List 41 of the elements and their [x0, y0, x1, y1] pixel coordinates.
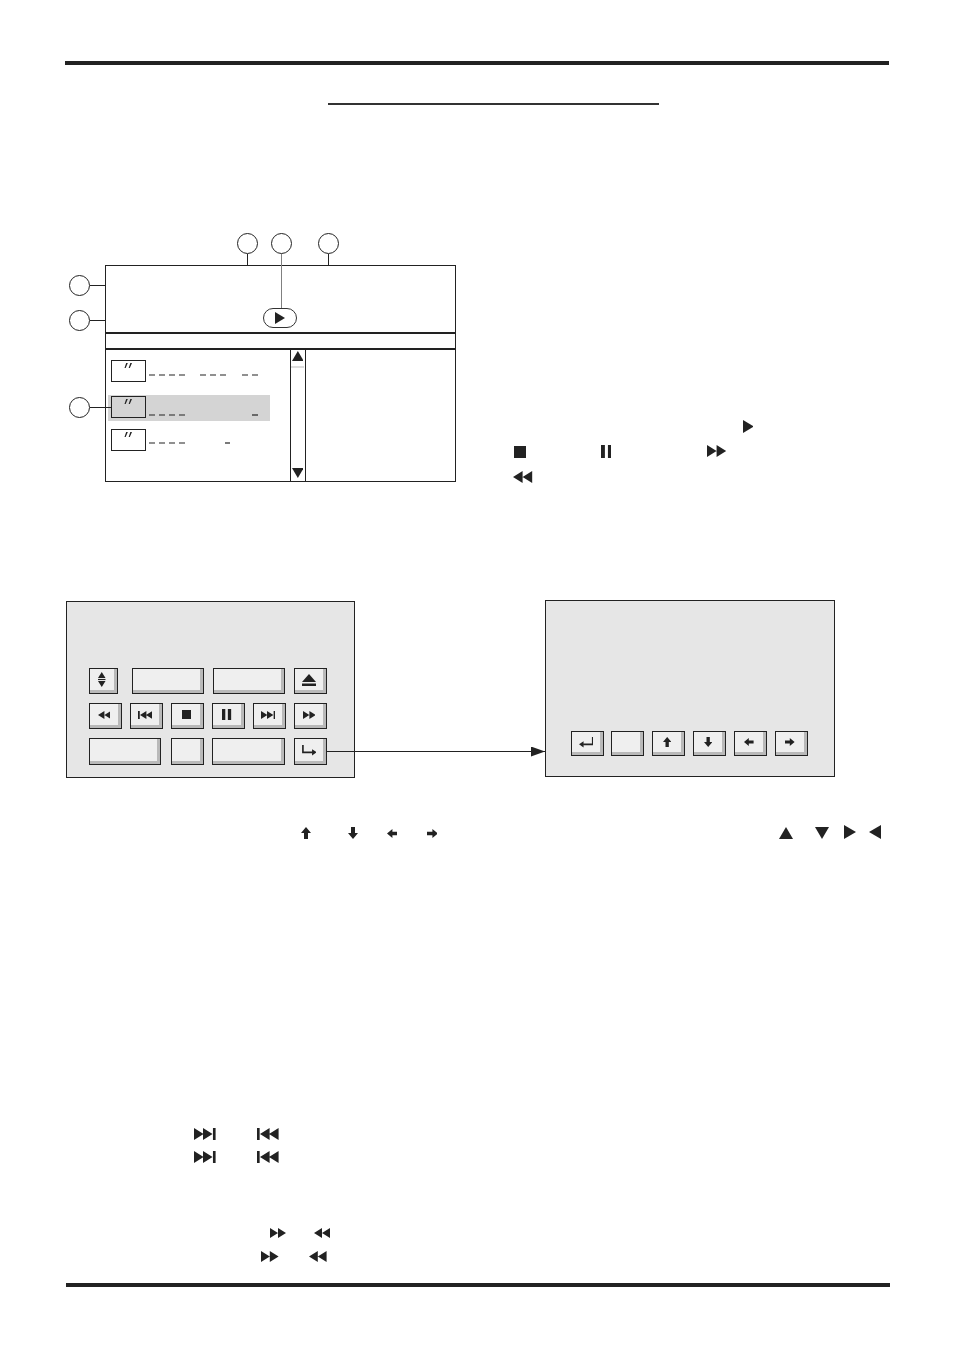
callout-circle	[69, 397, 90, 418]
keypad-key	[212, 703, 245, 729]
track-thumbnail	[111, 429, 146, 451]
title-band	[106, 332, 455, 350]
callout-circle	[69, 310, 90, 331]
control-panel-screen	[66, 601, 355, 778]
leader-line	[281, 253, 282, 309]
keypad-key	[652, 731, 685, 756]
leader-line	[89, 407, 112, 408]
keypad-key	[89, 668, 118, 694]
keypad-key	[89, 738, 161, 765]
leader-line	[89, 320, 106, 321]
player-screen	[105, 265, 456, 482]
keypad-key	[212, 738, 285, 765]
callout-circle	[237, 233, 258, 254]
navigation-screen	[545, 600, 835, 777]
track-thumbnail	[111, 360, 146, 382]
keypad-key	[775, 731, 808, 756]
callout-circle	[69, 275, 90, 296]
keypad-key	[693, 731, 726, 756]
keypad-key	[213, 668, 285, 694]
leader-line	[247, 253, 248, 266]
track-thumbnail	[111, 396, 146, 418]
callout-circle	[271, 233, 292, 254]
keypad-key	[611, 731, 644, 756]
keypad-key	[571, 731, 604, 756]
leader-line	[328, 253, 329, 266]
keypad-key	[253, 703, 286, 729]
callout-circle	[318, 233, 339, 254]
keypad-key	[294, 703, 327, 729]
keypad-key	[294, 668, 327, 694]
keypad-key	[132, 668, 204, 694]
keypad-key	[89, 703, 122, 729]
keypad-key	[130, 703, 163, 729]
leader-line	[89, 285, 106, 286]
arrow	[326, 746, 546, 757]
keypad-key	[171, 703, 204, 729]
keypad-key	[294, 738, 327, 765]
play-button	[263, 308, 297, 328]
keypad-key	[734, 731, 767, 756]
keypad-key	[171, 738, 204, 765]
